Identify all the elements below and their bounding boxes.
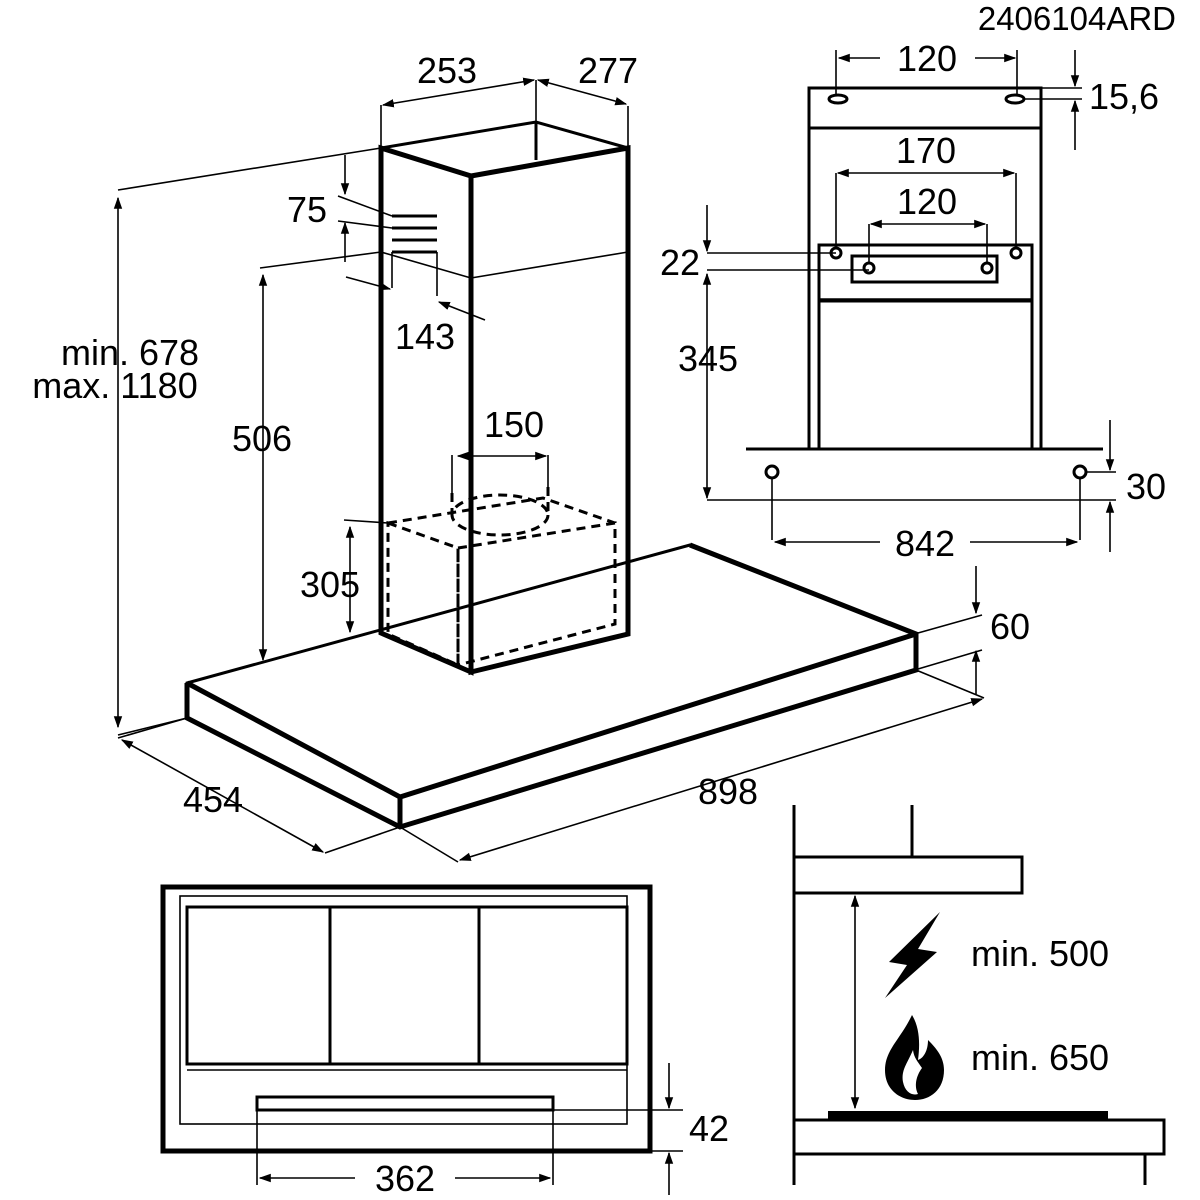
front-extension-lines	[256, 1109, 683, 1185]
dim-panel-height: 42	[689, 1108, 729, 1149]
dim-bracket-height: 345	[678, 338, 738, 379]
flame-icon	[885, 1015, 944, 1100]
bracket-outline	[746, 86, 1103, 480]
dim-bracket-offset: 22	[660, 242, 700, 283]
dim-filter-box-height: 305	[300, 564, 360, 605]
dim-inner-hole-spacing: 120	[897, 181, 957, 222]
dim-top-hole-offset: 15,6	[1089, 76, 1159, 117]
bracket-view: 120 15,6 170 120 22 345 30 842	[660, 38, 1166, 564]
front-outline	[160, 884, 653, 1154]
dim-height-range-max: max. 1180	[32, 365, 197, 406]
main-extension-lines	[117, 80, 985, 863]
dim-panel-width: 362	[375, 1158, 435, 1199]
dim-electric-min: min. 500	[971, 933, 1109, 974]
dim-bottom-hole-spacing: 842	[895, 523, 955, 564]
front-view: 42 362	[160, 884, 729, 1199]
dim-gas-min: min. 650	[971, 1037, 1109, 1078]
chimney-outline	[378, 120, 631, 676]
dim-canopy-to-chimney: 506	[232, 418, 292, 459]
main-dimension-lines	[113, 77, 984, 861]
bracket-dimension-lines	[702, 50, 1115, 552]
dim-top-hole-spacing: 120	[897, 38, 957, 79]
dim-duct-diameter: 150	[484, 404, 544, 445]
main-isometric-view: 253 277 75 143 min. 678 max. 1180 506 15…	[32, 50, 1030, 863]
dim-outer-hole-spacing: 170	[896, 130, 956, 171]
lightning-icon	[885, 912, 940, 998]
bracket-extension-lines	[707, 50, 1116, 540]
dim-chimney-depth: 253	[417, 50, 477, 91]
clearance-view: min. 500 min. 650	[792, 805, 1166, 1185]
dim-vent-offset: 75	[287, 189, 327, 230]
vent-slots	[392, 214, 437, 254]
dim-canopy-depth: 454	[183, 779, 243, 820]
clearance-outline	[792, 805, 1166, 1185]
dim-canopy-thickness: 60	[990, 606, 1030, 647]
front-dimension-lines	[258, 1063, 674, 1195]
drawing-code: 2406104ARD	[978, 0, 1176, 37]
filter-box-outline	[386, 487, 617, 668]
dim-height-range-min: min. 678	[61, 332, 199, 373]
canopy-outline	[184, 542, 919, 830]
dim-bottom-hole-offset: 30	[1126, 466, 1166, 507]
dim-vent-inset: 143	[395, 316, 455, 357]
dim-chimney-width: 277	[578, 50, 638, 91]
dim-canopy-width: 898	[698, 771, 758, 812]
